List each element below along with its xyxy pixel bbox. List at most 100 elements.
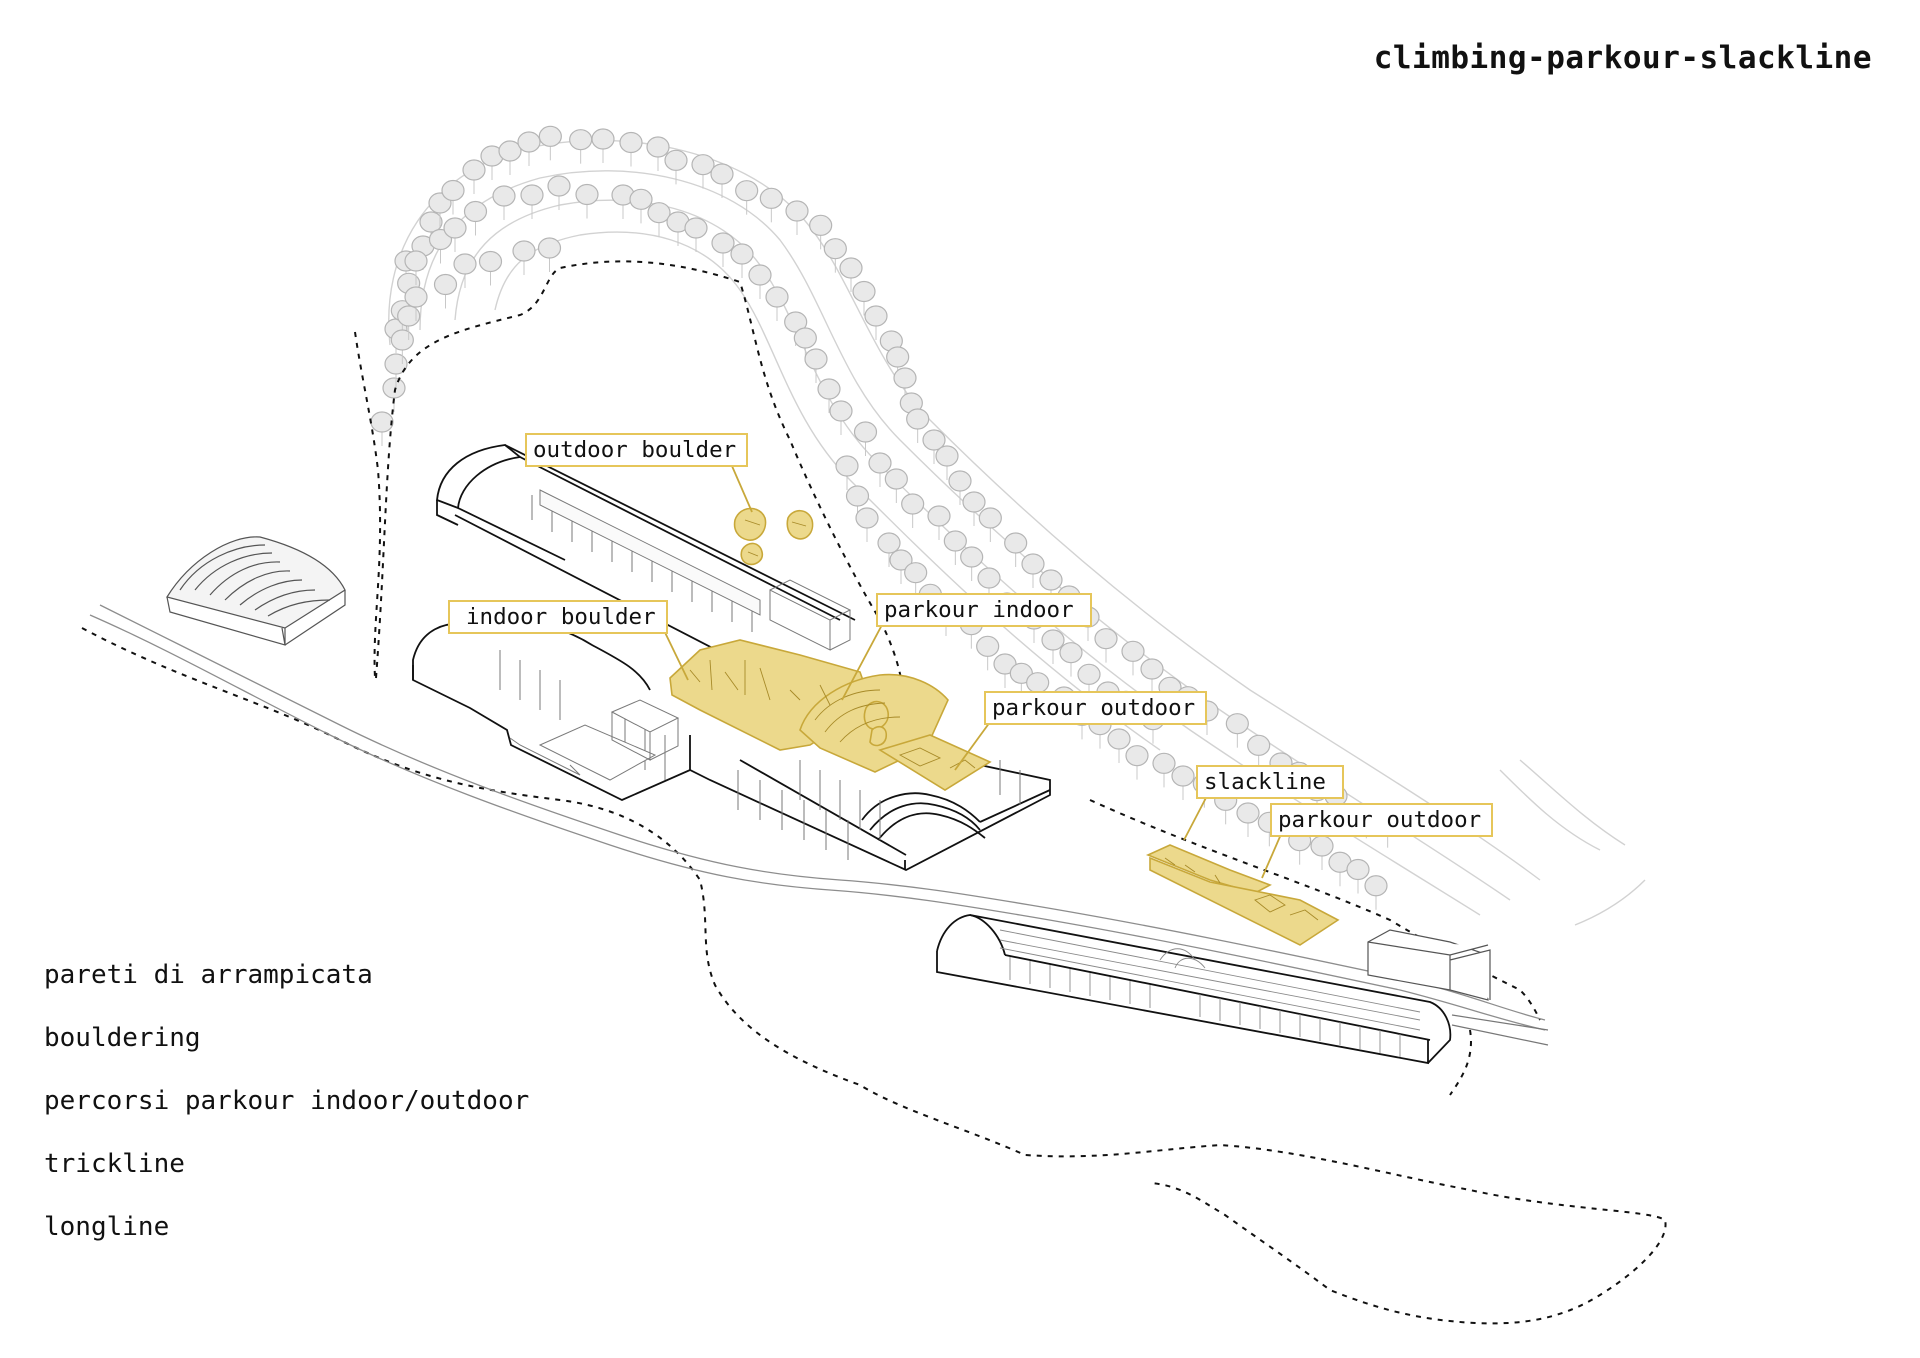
tree-icon <box>1004 532 1028 554</box>
tree-icon <box>943 530 967 552</box>
boulder-rock-4 <box>863 700 889 730</box>
tree-icon <box>868 452 892 474</box>
tree-icon <box>1041 629 1065 651</box>
slackline-zone <box>1145 844 1272 894</box>
tree-icon <box>730 243 754 265</box>
tree-icon <box>845 485 870 507</box>
tree-icon <box>793 327 817 349</box>
tree-icon <box>735 180 759 202</box>
tree-icon <box>498 140 522 162</box>
tree-icon <box>691 154 715 176</box>
tree-icon <box>547 175 571 197</box>
tree-icon <box>1171 765 1195 787</box>
tree-icon <box>1125 745 1149 767</box>
activity-item: percorsi parkour indoor/outdoor <box>44 1086 530 1116</box>
tree-icon <box>390 329 414 351</box>
tree-icon <box>884 468 908 490</box>
tree-icon <box>1140 658 1164 680</box>
tree-icon <box>960 546 984 568</box>
tree-icon <box>889 549 913 571</box>
activity-item: bouldering <box>44 1023 201 1053</box>
greenhouse-building <box>936 914 1452 1065</box>
tree-icon <box>453 253 477 275</box>
building-structure-detail <box>499 489 1021 860</box>
road-lines <box>89 604 1546 1031</box>
callout-indoor-boulder: indoor boulder <box>448 600 668 634</box>
tree-icon <box>864 305 888 327</box>
tree-icon <box>906 408 930 430</box>
tree-icon <box>512 240 536 262</box>
tree-icon <box>785 200 809 222</box>
tree-icon <box>855 507 879 529</box>
callout-parkour-outdoor: parkour outdoor <box>984 691 1208 725</box>
tree-icon <box>817 378 841 400</box>
tree-icon <box>935 445 959 467</box>
activity-item: pareti di arrampicata <box>44 960 373 990</box>
tree-icon <box>619 131 643 154</box>
small-shed <box>1367 929 1491 1001</box>
tree-icon <box>948 470 972 492</box>
site-boundary-dashed <box>81 260 1667 1325</box>
tree-icon <box>823 238 847 260</box>
tree-icon <box>1364 875 1388 897</box>
tree-icon <box>809 214 833 236</box>
boulder-rock-1 <box>733 507 767 541</box>
tree-icon <box>1346 858 1370 881</box>
tree-icon <box>538 125 562 147</box>
tree-icon <box>591 128 615 150</box>
tree-icon <box>443 217 467 239</box>
callout-parkour-outdoor-east: parkour outdoor <box>1270 803 1494 837</box>
tree-icon <box>629 188 653 210</box>
tree-icon <box>1021 553 1045 575</box>
tree-icon <box>877 532 901 554</box>
tree-icon <box>901 493 925 515</box>
program-highlights <box>669 507 1340 946</box>
tree-icon <box>492 185 516 207</box>
tree-icon <box>441 179 465 202</box>
tree-icon <box>1310 835 1334 857</box>
parkour-outdoor-zone-2 <box>1149 856 1340 946</box>
activity-list: pareti di arrampicata bouldering percors… <box>44 955 529 1270</box>
tree-icon <box>520 184 544 206</box>
tree-icon <box>1247 734 1271 756</box>
tree-icon <box>370 411 394 433</box>
pavilion-building <box>166 536 346 646</box>
activity-item: longline <box>44 1212 170 1242</box>
tree-icon <box>419 211 443 233</box>
tree-icon <box>647 202 671 224</box>
tree-icon <box>835 455 859 477</box>
tree-icon <box>384 353 408 375</box>
tree-icon <box>1236 802 1260 824</box>
road-end-lines <box>1451 1014 1549 1046</box>
tree-icon <box>927 505 951 527</box>
tree-icon <box>575 183 599 206</box>
callout-parkour-indoor: parkour indoor <box>876 593 1092 627</box>
tree-icon <box>886 346 910 368</box>
tree-icon <box>684 217 708 239</box>
tree-icon <box>829 400 853 422</box>
activity-item: trickline <box>44 1149 185 1179</box>
boulder-rock-5 <box>869 725 888 747</box>
tree-icon <box>1039 569 1063 591</box>
callout-slackline: slackline <box>1196 765 1344 799</box>
tree-icon <box>976 635 1000 657</box>
tree-icon <box>433 273 458 296</box>
tree-icon <box>852 280 876 303</box>
tree-icon <box>853 421 878 443</box>
tree-icon <box>1077 663 1101 685</box>
tree-icon <box>462 159 486 181</box>
tree-icon <box>893 367 917 389</box>
tree-icon <box>804 348 828 370</box>
tree-icon <box>784 311 808 333</box>
tree-icon <box>404 250 428 272</box>
main-building-complex <box>412 444 1051 872</box>
tree-icon <box>478 250 503 273</box>
tree-icon <box>382 377 406 399</box>
callout-outdoor-boulder: outdoor boulder <box>525 433 749 467</box>
tree-icon <box>710 163 734 185</box>
tree-icon <box>1152 752 1176 774</box>
page-title: climbing-parkour-slackline <box>1373 40 1872 76</box>
tree-icon <box>765 286 789 308</box>
greenhouse-detail <box>999 929 1421 1057</box>
